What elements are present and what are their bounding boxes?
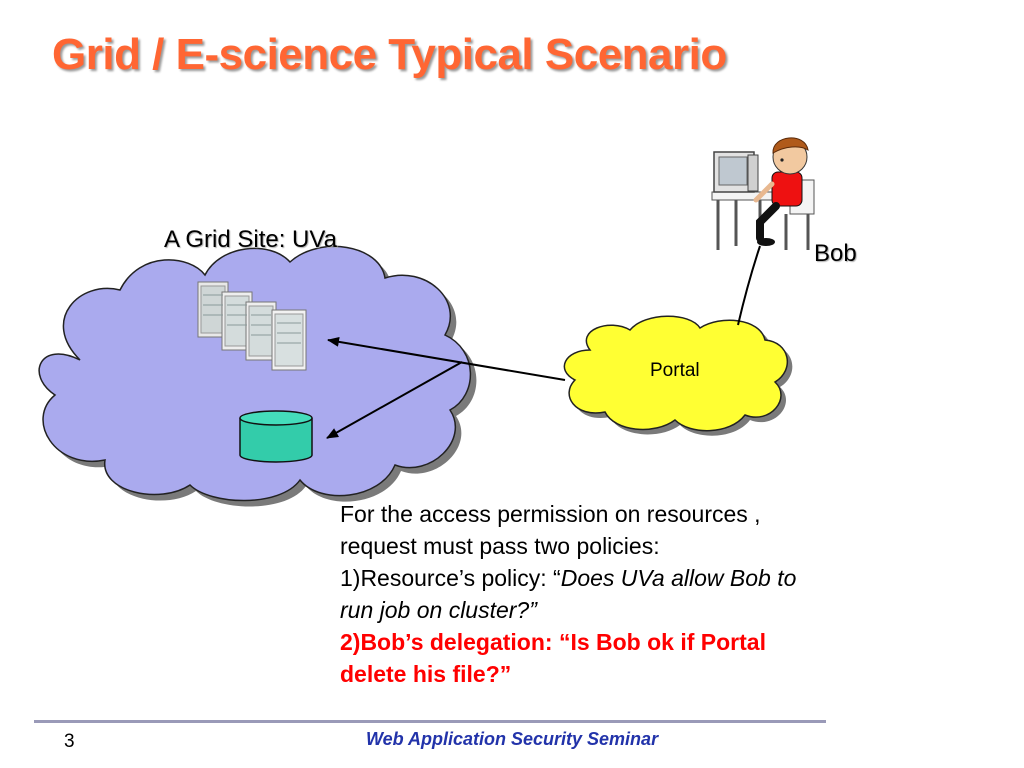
footer-title: Web Application Security Seminar: [366, 729, 659, 749]
footer-divider: [34, 720, 826, 723]
policy-2-line-b: delete his file?”: [340, 661, 512, 687]
page-number: 3: [64, 731, 75, 752]
policy-1-question-a: Does UVa allow Bob to: [560, 565, 797, 591]
policy-1-question-b: run job on cluster?”: [340, 597, 537, 623]
grid-site-cloud: [38, 245, 477, 507]
policy-description: For the access permission on resources ,…: [340, 498, 920, 690]
database-icon: [239, 410, 313, 463]
slide-title: Grid / E-science Typical Scenario: [52, 30, 727, 79]
server-cluster-icon: [197, 281, 307, 371]
user-at-computer-icon: [711, 137, 815, 250]
portal-cloud: [563, 315, 793, 436]
portal-to-servers-arrow: [327, 336, 566, 381]
bob-to-portal-line: [737, 245, 761, 326]
policy-2-line-a: 2)Bob’s delegation: “Is Bob ok if Portal: [340, 629, 766, 655]
policy-1: 1)Resource’s policy: “Does UVa allow Bob…: [340, 562, 920, 594]
portal-label: Portal: [650, 360, 700, 381]
description-line-2: request must pass two policies:: [340, 533, 660, 559]
portal-to-database-arrow: [326, 361, 463, 439]
grid-site-label: A Grid Site: UVa: [164, 226, 337, 253]
description-line-1: For the access permission on resources ,: [340, 501, 761, 527]
user-label-bob: Bob: [814, 240, 857, 267]
policy-1-prefix: 1)Resource’s policy: “: [340, 565, 561, 591]
